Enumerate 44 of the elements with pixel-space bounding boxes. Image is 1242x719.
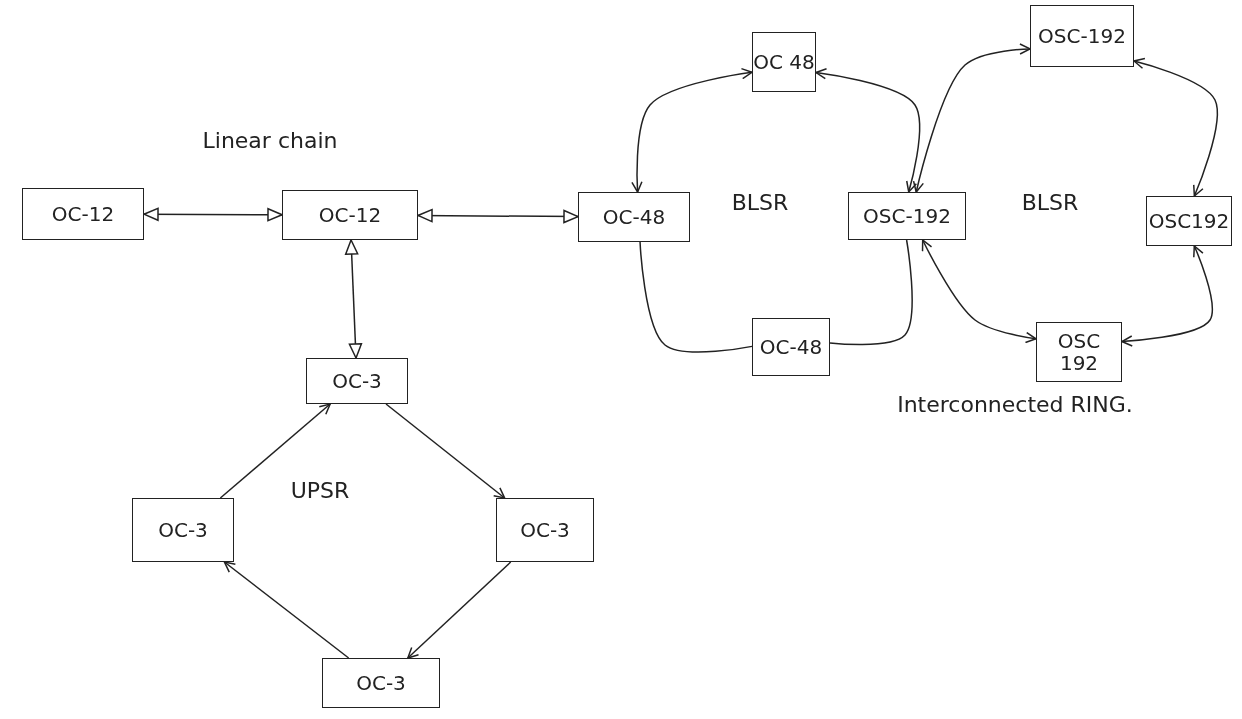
process-box [1036, 322, 1122, 382]
process-box [752, 32, 816, 92]
arrow [912, 43, 1031, 193]
process-box [282, 190, 418, 240]
arrow [815, 68, 921, 193]
arrow [143, 207, 283, 222]
arrow [223, 561, 350, 659]
process-box [22, 188, 144, 240]
box-label: OC-3 [356, 672, 406, 694]
process-box [132, 498, 234, 562]
box-label: OC-12 [318, 204, 382, 226]
arrow [219, 403, 331, 499]
box-label: OC 48 [753, 51, 815, 73]
process-box [848, 192, 966, 240]
diagram-label: BLSR [730, 190, 790, 215]
diagram-label: Linear chain [201, 128, 339, 153]
arrow [921, 239, 1037, 344]
arrow [407, 561, 512, 659]
box-label: OC-48 [759, 336, 823, 358]
diagram-label: BLSR [1020, 190, 1080, 215]
box-label: OC-3 [332, 370, 382, 392]
box-label: OC-48 [602, 206, 666, 228]
box-label: OC-3 [520, 519, 570, 541]
arrow [631, 67, 753, 193]
diagram-label: UPSR [289, 478, 351, 503]
process-box [1030, 5, 1134, 67]
arrow [417, 208, 579, 224]
process-box [322, 658, 440, 708]
process-box [1146, 196, 1232, 246]
process-box [578, 192, 690, 242]
box-label: OC-12 [51, 203, 115, 225]
process-box [306, 358, 408, 404]
arrow [1133, 57, 1219, 197]
process-box [496, 498, 594, 562]
box-label: OSC 192 [1056, 330, 1102, 374]
box-label: OSC-192 [863, 205, 951, 227]
arrow [1121, 245, 1214, 347]
box-label: OC-3 [158, 519, 208, 541]
box-label: OSC192 [1148, 210, 1230, 232]
arrow [385, 403, 506, 499]
process-box [752, 318, 830, 376]
box-label: OSC-192 [1038, 25, 1126, 47]
diagram-label: Interconnected RING. [896, 392, 1134, 417]
arrow [344, 239, 363, 359]
